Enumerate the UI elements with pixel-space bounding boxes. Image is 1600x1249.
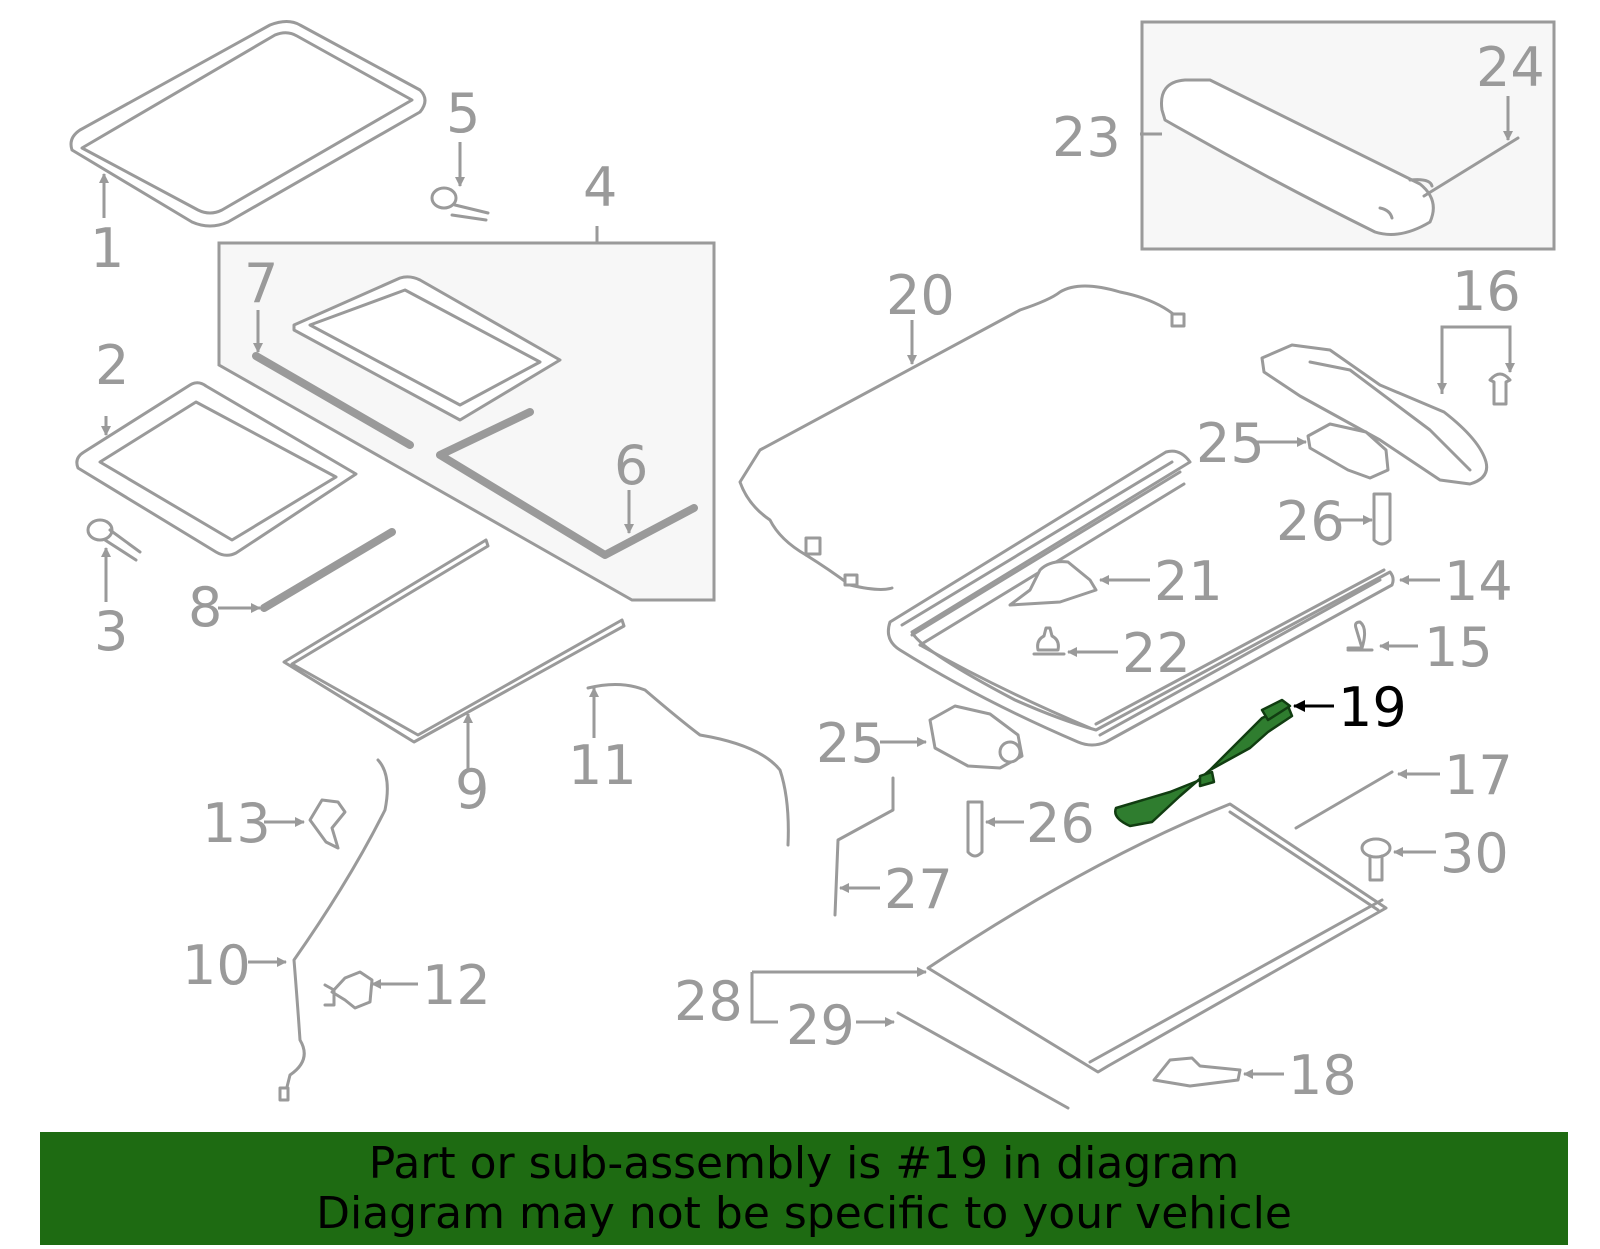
part-14-frame xyxy=(886,449,1395,747)
callout-25-upper: 25 xyxy=(1196,412,1265,475)
callout-27: 27 xyxy=(884,858,953,921)
part-27-tube xyxy=(833,776,895,917)
part-13-clip xyxy=(308,798,347,850)
part-30-screw xyxy=(1360,837,1392,882)
part-2-frame xyxy=(75,381,358,557)
callout-26-upper: 26 xyxy=(1276,490,1345,553)
part-24-spring xyxy=(1422,136,1520,198)
part-6-seal xyxy=(436,408,698,559)
part-28-sunshade xyxy=(926,802,1388,1074)
banner-line-1: Part or sub-assembly is #19 in diagram xyxy=(368,1137,1240,1189)
callout-23: 23 xyxy=(1052,106,1121,169)
callout-10: 10 xyxy=(182,934,251,997)
part-21-bracket xyxy=(1008,560,1098,607)
callout-20: 20 xyxy=(886,264,955,327)
callout-9: 9 xyxy=(455,758,489,821)
part-9-seal xyxy=(282,538,626,744)
callout-1: 1 xyxy=(90,217,124,280)
callout-15: 15 xyxy=(1424,616,1493,679)
callout-21: 21 xyxy=(1154,550,1223,613)
callout-26-lower: 26 xyxy=(1026,792,1095,855)
part-29-strip xyxy=(896,1011,1070,1110)
part-15-bolt xyxy=(1346,620,1374,652)
part-18-bracket xyxy=(1152,1056,1242,1088)
part-7-glass xyxy=(292,275,562,422)
callout-3: 3 xyxy=(94,600,128,663)
parts-diagram: 1 2 3 4 5 6 7 8 9 10 11 12 13 14 15 16 1… xyxy=(69,20,1556,1110)
callout-5: 5 xyxy=(446,82,480,145)
callout-12: 12 xyxy=(422,954,491,1017)
callout-11: 11 xyxy=(568,734,637,797)
part-3-bolt xyxy=(86,518,142,562)
part-10-drain-hose xyxy=(283,758,389,1097)
part-17-strip xyxy=(1294,770,1394,830)
callout-25-lower: 25 xyxy=(816,712,885,775)
callout-4: 4 xyxy=(583,156,617,219)
info-banner: Part or sub-assembly is #19 in diagram D… xyxy=(40,1132,1568,1245)
part-23-deflector xyxy=(1159,78,1435,236)
part-7-seal xyxy=(252,352,414,449)
callout-29: 29 xyxy=(786,994,855,1057)
callout-18: 18 xyxy=(1288,1044,1357,1107)
part-5-bolt xyxy=(430,186,490,222)
callout-19: 19 xyxy=(1338,676,1407,739)
callout-14: 14 xyxy=(1444,550,1513,613)
part-19-guide-rail xyxy=(1114,698,1294,828)
callout-7: 7 xyxy=(244,252,278,315)
part-16-bracket xyxy=(1260,343,1489,486)
part-12-clip xyxy=(323,970,374,1010)
callout-16: 16 xyxy=(1452,260,1521,323)
callout-17: 17 xyxy=(1444,744,1513,807)
part-16-bolt xyxy=(1488,372,1512,406)
part-8-strip xyxy=(260,528,396,612)
part-22-bolt xyxy=(1032,626,1066,656)
assembly-box-4 xyxy=(217,241,716,602)
part-1-glass-panel xyxy=(69,20,427,228)
callout-30: 30 xyxy=(1440,822,1509,885)
banner-line-2: Diagram may not be specific to your vehi… xyxy=(316,1187,1292,1239)
part-26-pin-lower xyxy=(966,800,984,858)
part-11-hose xyxy=(586,683,790,847)
callout-28: 28 xyxy=(674,970,743,1033)
callout-8: 8 xyxy=(188,576,222,639)
callout-13: 13 xyxy=(202,792,271,855)
callout-6: 6 xyxy=(614,434,648,497)
part-25-motor-upper xyxy=(1306,422,1390,480)
callout-22: 22 xyxy=(1122,622,1191,685)
callout-24: 24 xyxy=(1476,36,1545,99)
callout-2: 2 xyxy=(95,334,129,397)
part-20-harness xyxy=(738,284,1182,557)
part-26-pin-upper xyxy=(1372,492,1392,546)
